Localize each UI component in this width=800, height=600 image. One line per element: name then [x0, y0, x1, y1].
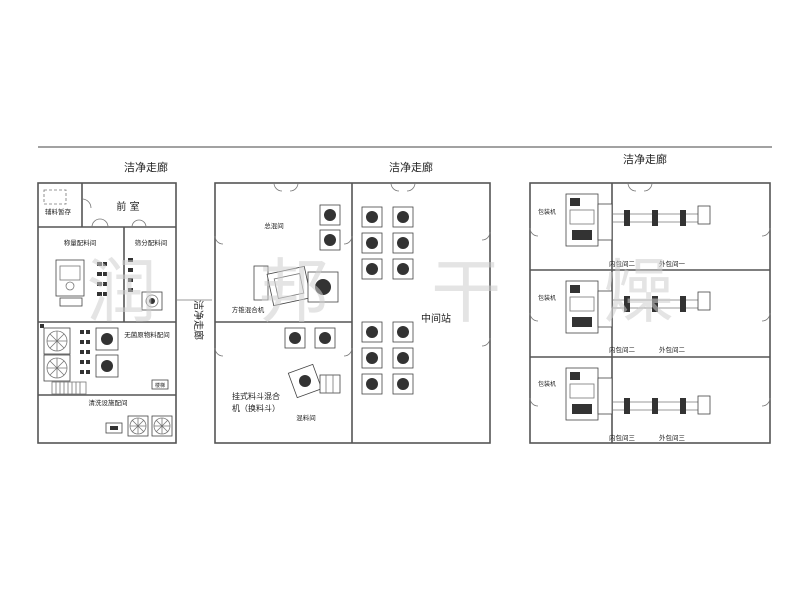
packing-room-fans — [40, 324, 71, 382]
aux-room-equipment — [43, 189, 67, 205]
corridor-label-middle: 洁净走廊 — [389, 160, 433, 174]
weighing-room-label: 称量配料间 — [64, 238, 97, 247]
washing-room-fans — [127, 415, 173, 437]
cone-mixer — [253, 265, 339, 307]
stair-sign — [151, 379, 169, 390]
upper-room-bins — [319, 204, 341, 251]
watermark: 润 邦 干 燥 — [87, 251, 714, 333]
packing-room-label: 无菌原物料配间 — [124, 330, 170, 339]
machine-label-2: 包装机 — [538, 294, 556, 302]
middle-block: 总混间 方锥混合机 挂式料斗混合 机（换料斗） 混料间 — [214, 182, 491, 444]
office-label: 前 室 — [116, 200, 139, 213]
lower-room-bins — [284, 327, 336, 349]
packaging-line-1: 包装机 内包间二 外包间一 — [538, 193, 711, 268]
packaging-line-3: 包装机 内包间三 外包间三 — [538, 367, 711, 442]
station-bins-lower — [361, 321, 414, 395]
right-block: 包装机 内包间二 外包间一 包装机 内包间二 外包间二 — [529, 182, 771, 444]
station-label: 中间站 — [421, 312, 451, 325]
corridor-label-right: 洁净走廊 — [623, 152, 667, 166]
corridor-label-left: 洁净走廊 — [124, 160, 168, 174]
packing-room-machines — [95, 327, 119, 378]
packing-room-shelf — [80, 330, 90, 374]
left-block: 辅料暂存 前 室 称量配料间 筛分配料间 — [37, 182, 177, 444]
machine-label-3: 包装机 — [538, 380, 556, 388]
lower-room-sub-label: 混料间 — [296, 413, 316, 422]
station-bins-upper — [361, 206, 414, 280]
inner-room-label-2: 内包间二 — [609, 345, 636, 354]
sub-room-label: 筛分配料间 — [135, 238, 168, 247]
washing-room-label: 清洗设施配间 — [89, 398, 128, 407]
stair-label: 楼梯 — [155, 382, 165, 389]
sub-room-shelf — [128, 258, 133, 292]
stairs — [51, 381, 87, 395]
outer-room-label-2: 外包间二 — [659, 345, 686, 354]
machine-label-1: 包装机 — [538, 208, 556, 216]
outer-room-label-3: 外包间三 — [659, 433, 686, 442]
outer-room-label-1: 外包间一 — [659, 259, 686, 268]
side-corridor: 洁净走廊 — [176, 299, 212, 340]
inner-room-label-1: 内包间二 — [609, 259, 636, 268]
lower-room-label-line2: 机（换料斗） — [232, 403, 280, 413]
inner-room-label-3: 内包间三 — [609, 433, 636, 442]
packaging-line-2: 包装机 内包间二 外包间二 — [538, 280, 711, 354]
upper-room-label: 总混间 — [264, 221, 284, 230]
side-corridor-label: 洁净走廊 — [192, 300, 205, 340]
mixer-label: 方锥混合机 — [232, 305, 265, 314]
weighing-shelf-items — [97, 262, 107, 296]
hopper-mixer — [287, 363, 341, 399]
aux-room-label: 辅料暂存 — [45, 207, 72, 216]
lower-room-label-line1: 挂式料斗混合 — [232, 391, 280, 401]
